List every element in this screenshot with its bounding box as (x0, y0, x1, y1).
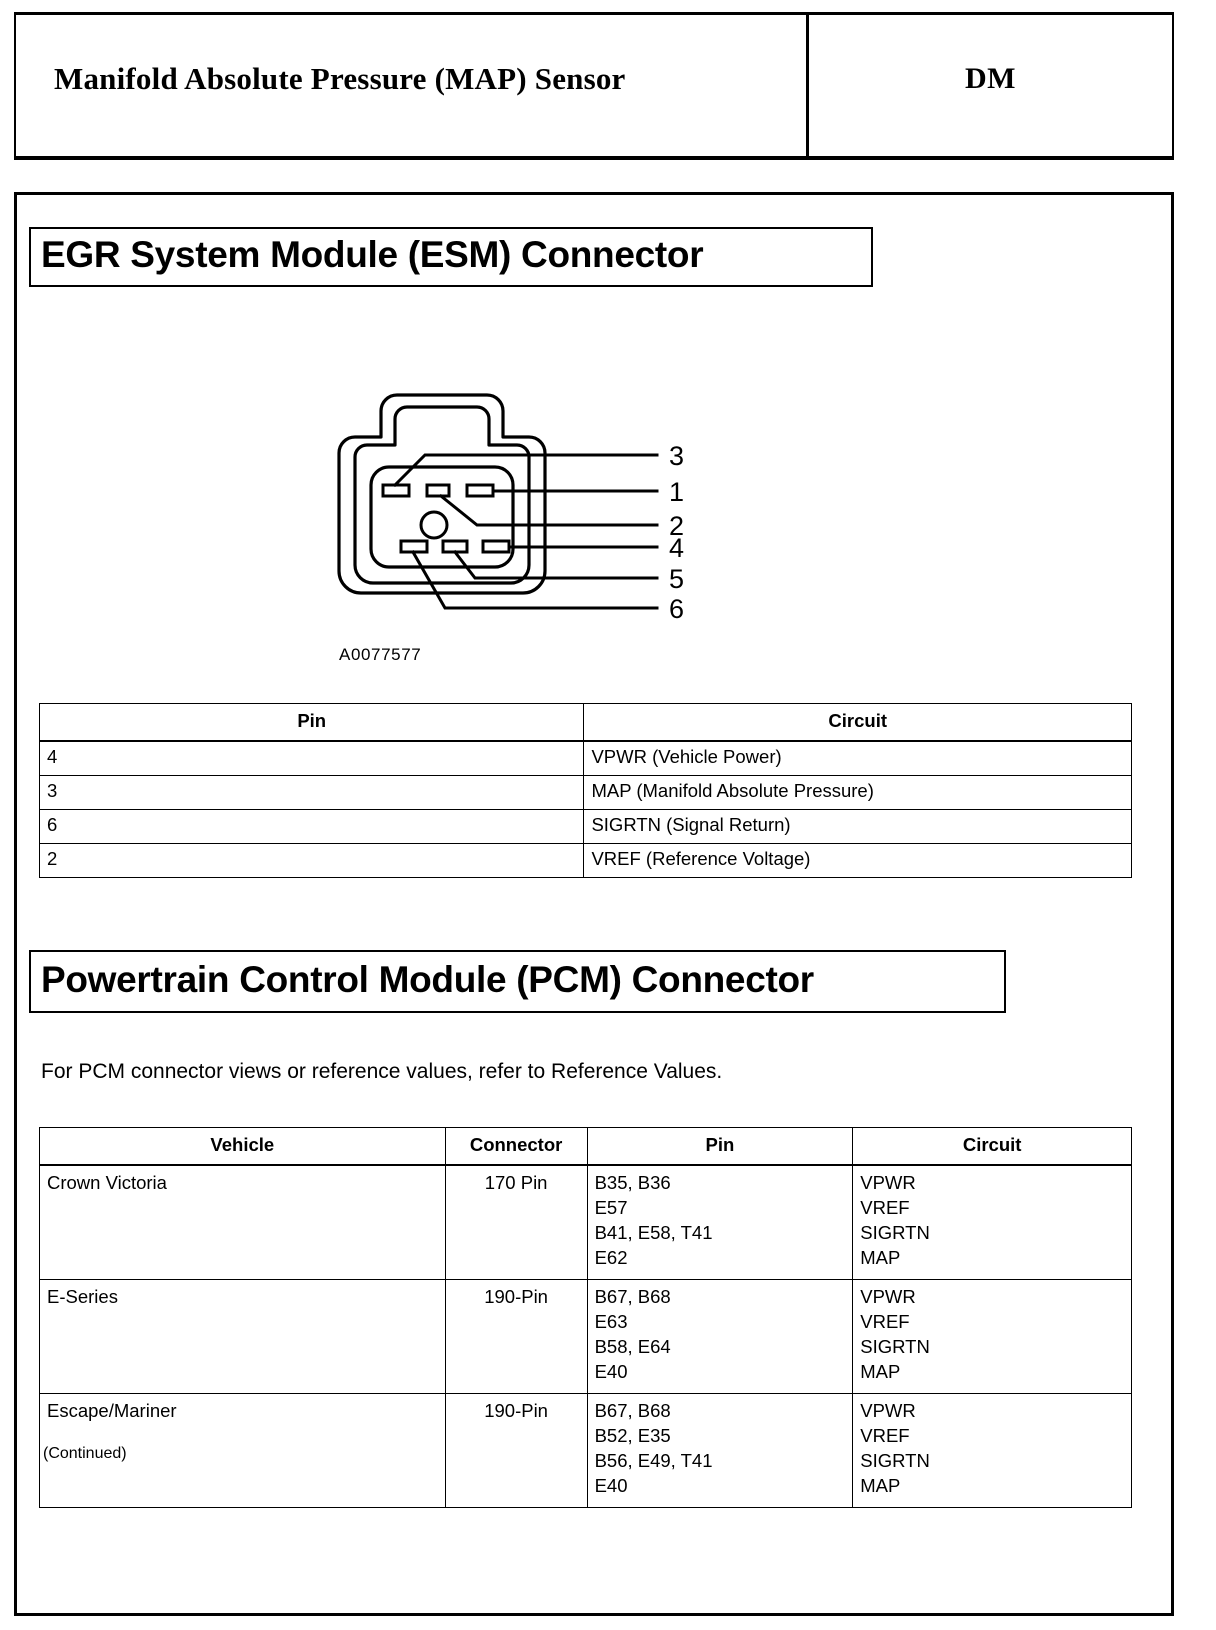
table-row: 6 SIGRTN (Signal Return) (38, 808, 1132, 844)
terminal-blade-top-left (381, 483, 411, 498)
callout-1: 1 (669, 477, 684, 507)
page-code-cell: DM (809, 15, 1172, 156)
pcm-reference-note: For PCM connector views or reference val… (41, 1060, 723, 1083)
pcm-section-heading-box: Powertrain Control Module (PCM) Connecto… (29, 950, 1006, 1013)
terminal-keying-hole (419, 510, 449, 540)
pcm-vehicle-pin-table: Vehicle Connector Pin Circuit Crown Vict… (39, 1126, 1132, 1508)
callout-5: 5 (669, 564, 684, 594)
cell-circuit: VPWR VREF SIGRTN MAP (852, 1392, 1132, 1508)
table-row: 2 VREF (Reference Voltage) (38, 842, 1132, 878)
esm-section-heading-box: EGR System Module (ESM) Connector (29, 227, 873, 287)
cell-vehicle: Escape/Mariner (39, 1392, 446, 1508)
callout-3: 3 (669, 441, 684, 471)
terminal-blade-top-mid (425, 483, 451, 498)
cell-pin: 2 (38, 842, 585, 878)
column-header-circuit: Circuit (583, 702, 1132, 742)
pcm-section-heading: Powertrain Control Module (PCM) Connecto… (41, 958, 814, 1000)
page-title: Manifold Absolute Pressure (MAP) Sensor (54, 60, 626, 96)
terminal-blade-bottom-right (481, 539, 511, 554)
cell-vehicle: E-Series (39, 1278, 446, 1394)
cell-circuit: MAP (Manifold Absolute Pressure) (583, 774, 1132, 810)
figure-reference-number: A0077577 (339, 645, 422, 664)
cell-pin: 4 (38, 740, 585, 776)
cell-connector: 170 Pin (444, 1164, 588, 1280)
column-header-vehicle: Vehicle (39, 1126, 446, 1166)
table-row: Escape/Mariner 190-Pin B67, B68 B52, E35… (39, 1392, 1132, 1508)
table-header-row: Pin Circuit (38, 702, 1132, 742)
column-header-connector: Connector (444, 1126, 588, 1166)
cell-pin: B67, B68 E63 B58, E64 E40 (586, 1278, 854, 1394)
table-header-row: Vehicle Connector Pin Circuit (39, 1126, 1132, 1166)
column-header-pin: Pin (586, 1126, 854, 1166)
table-row: 3 MAP (Manifold Absolute Pressure) (38, 774, 1132, 810)
esm-connector-diagram: 3 1 2 4 5 6 (317, 373, 877, 663)
table-row: Crown Victoria 170 Pin B35, B36 E57 B41,… (39, 1164, 1132, 1280)
cell-connector: 190-Pin (444, 1278, 588, 1394)
cell-circuit: VPWR VREF SIGRTN MAP (852, 1164, 1132, 1280)
cell-pin: 6 (38, 808, 585, 844)
terminal-blade-top-right (465, 483, 495, 498)
cell-pin: B35, B36 E57 B41, E58, T41 E62 (586, 1164, 854, 1280)
terminal-blade-bottom-left (399, 539, 429, 554)
page-section-code: DM (965, 61, 1016, 95)
cell-circuit: SIGRTN (Signal Return) (583, 808, 1132, 844)
esm-section-heading: EGR System Module (ESM) Connector (41, 234, 704, 275)
page-title-cell: Manifold Absolute Pressure (MAP) Sensor (16, 15, 809, 156)
table-row: E-Series 190-Pin B67, B68 E63 B58, E64 E… (39, 1278, 1132, 1394)
callout-6: 6 (669, 594, 684, 624)
callout-2: 2 (669, 511, 684, 541)
cell-pin: B67, B68 B52, E35 B56, E49, T41 E40 (586, 1392, 854, 1508)
cell-circuit: VREF (Reference Voltage) (583, 842, 1132, 878)
cell-vehicle: Crown Victoria (39, 1164, 446, 1280)
cell-pin: 3 (38, 774, 585, 810)
column-header-pin: Pin (38, 702, 585, 742)
esm-pin-circuit-table: Pin Circuit 4 VPWR (Vehicle Power) 3 MAP… (38, 702, 1132, 878)
callout-4: 4 (669, 533, 684, 563)
page-header: Manifold Absolute Pressure (MAP) Sensor … (14, 12, 1174, 160)
cell-circuit: VPWR (Vehicle Power) (583, 740, 1132, 776)
document-body-frame: EGR System Module (ESM) Connector (14, 192, 1174, 1616)
column-header-circuit: Circuit (852, 1126, 1132, 1166)
cell-connector: 190-Pin (444, 1392, 588, 1508)
cell-circuit: VPWR VREF SIGRTN MAP (852, 1278, 1132, 1394)
table-row: 4 VPWR (Vehicle Power) (38, 740, 1132, 776)
continued-note: (Continued) (43, 1445, 127, 1462)
